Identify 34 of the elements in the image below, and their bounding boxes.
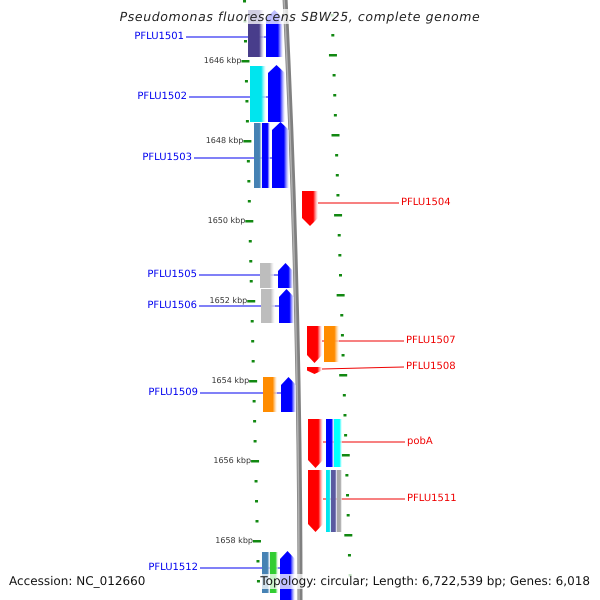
gene-label: PFLU1507 <box>406 335 456 347</box>
scale-label: 1658 kbp <box>215 536 253 546</box>
scale-label: 1646 kbp <box>204 56 242 66</box>
gene-label: PFLU1506 <box>147 300 197 312</box>
gene-label: PFLU1503 <box>142 152 192 164</box>
gene-marker <box>268 65 285 122</box>
scale-label: 1652 kbp <box>210 296 248 306</box>
scale-label: 1656 kbp <box>213 456 252 466</box>
scale-label: 1648 kbp <box>206 136 244 146</box>
gene-label: PFLU1508 <box>406 361 456 373</box>
gene-marker <box>307 326 322 363</box>
gene-label: PFLU1511 <box>407 493 457 505</box>
gene-label: PFLU1504 <box>401 197 451 209</box>
scale-label: 1650 kbp <box>208 216 246 226</box>
gene-marker <box>279 289 294 323</box>
gene-label: PFLU1509 <box>148 387 198 399</box>
scale-label: 1654 kbp <box>211 376 250 386</box>
gene-label: PFLU1512 <box>148 562 198 574</box>
gene-marker <box>308 419 323 468</box>
accession-text: Accession: NC_012660 <box>9 574 146 589</box>
gene-marker <box>308 470 323 532</box>
leader-line <box>318 202 400 204</box>
gene-marker <box>272 122 289 188</box>
gene-marker <box>307 367 322 374</box>
gene-label: PFLU1502 <box>137 91 187 103</box>
gene-label: PFLU1501 <box>134 31 184 43</box>
gene-marker <box>302 191 318 226</box>
gene-marker <box>278 263 293 288</box>
gene-label: PFLU1505 <box>147 269 197 281</box>
genome-summary-text: Topology: circular; Length: 6,722,539 bp; Genes: 6,018 <box>260 574 590 589</box>
gene-marker <box>281 377 296 412</box>
leader-line <box>322 366 404 370</box>
gene-label: pobA <box>407 436 433 448</box>
diagram-title: Pseudomonas fluorescens SBW25, complete genome <box>120 9 480 24</box>
